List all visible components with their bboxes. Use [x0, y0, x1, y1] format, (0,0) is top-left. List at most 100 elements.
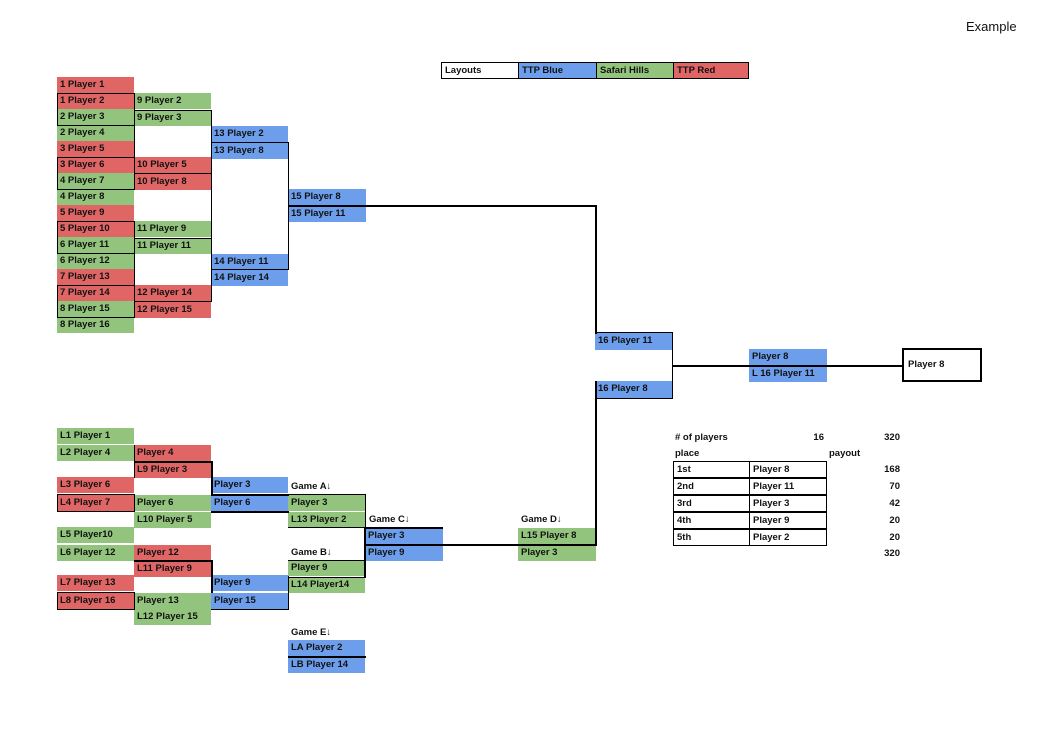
bracket-slot: 10 Player 8: [134, 174, 211, 190]
place-cell: 2nd: [673, 478, 750, 495]
place-cell: 4th: [673, 512, 750, 529]
bracket-slot: 13 Player 2: [211, 126, 288, 142]
bracket-slot: L2 Player 4: [57, 445, 134, 461]
champion-box: Player 8: [902, 348, 982, 382]
bracket-slot: Player 3: [211, 477, 288, 493]
bracket-slot: Player 4: [134, 445, 211, 461]
amount-cell: 70: [889, 481, 900, 492]
bracket-slot: 11 Player 11: [134, 238, 211, 254]
page-title: Example: [966, 19, 1017, 34]
match-box: [57, 445, 135, 478]
bracket-slot: Player 13: [134, 593, 211, 609]
bracket-slot: L7 Player 13: [57, 575, 134, 591]
match-box: [288, 494, 366, 528]
bracket-slot: Player 6: [211, 495, 288, 511]
bracket-slot: LA Player 2: [288, 640, 365, 656]
bracket-slot: 1 Player 1: [57, 77, 134, 93]
connector-line: [364, 527, 443, 529]
bracket-slot: L12 Player 15: [134, 609, 211, 625]
amount-cell: 20: [889, 515, 900, 526]
player-cell: Player 2: [749, 529, 827, 546]
pot-total: 320: [884, 432, 900, 443]
bracket-slot: LB Player 14: [288, 657, 365, 673]
connector-line: [595, 205, 597, 334]
bracket-slot: 13 Player 8: [211, 143, 288, 159]
game-label: Game D↓: [521, 514, 562, 525]
bracket-slot: L1 Player 1: [57, 428, 134, 444]
legend-title: Layouts: [441, 62, 519, 79]
game-label: Game C↓: [369, 514, 410, 525]
bracket-slot: L14 Player14: [288, 577, 365, 593]
payout-total: 320: [884, 548, 900, 559]
bracket-slot: L4 Player 7: [57, 495, 134, 511]
player-cell: Player 8: [749, 461, 827, 478]
bracket-slot: 9 Player 2: [134, 93, 211, 109]
amount-cell: 20: [889, 532, 900, 543]
bracket-slot: 15 Player 8: [288, 189, 366, 205]
bracket-slot: 8 Player 16: [57, 317, 134, 333]
place-cell: 3rd: [673, 495, 750, 512]
bracket-slot: Player 9: [211, 575, 288, 591]
bracket-slot: L10 Player 5: [134, 512, 211, 528]
connector-line: [748, 365, 828, 367]
bracket-slot: L13 Player 2: [288, 512, 365, 528]
bracket-slot: L8 Player 16: [57, 593, 134, 609]
bracket-slot: 6 Player 11: [57, 237, 134, 253]
bracket-slot: L 16 Player 11: [749, 366, 827, 382]
bracket-slot: 7 Player 13: [57, 269, 134, 285]
bracket-slot: 5 Player 9: [57, 205, 134, 221]
bracket-slot: 14 Player 11: [211, 254, 288, 270]
player-cell: Player 11: [749, 478, 827, 495]
bracket-slot: 2 Player 4: [57, 125, 134, 141]
match-box: [134, 238, 212, 302]
bracket-slot: 5 Player 10: [57, 221, 134, 237]
legend-green: Safari Hills: [596, 62, 674, 79]
bracket-slot: 7 Player 14: [57, 285, 134, 301]
bracket-slot: L3 Player 6: [57, 477, 134, 493]
match-box: [57, 157, 135, 190]
bracket-slot: 4 Player 7: [57, 173, 134, 189]
bracket-slot: Player 3: [288, 495, 365, 511]
connector-line: [288, 656, 366, 658]
bracket-slot: Player 3: [518, 545, 596, 561]
bracket-slot: Player 15: [211, 593, 288, 609]
bracket-slot: 12 Player 14: [134, 285, 211, 301]
bracket-slot: L15 Player 8: [518, 528, 596, 544]
game-label: Game B↓: [291, 547, 332, 558]
legend-blue: TTP Blue: [518, 62, 597, 79]
bracket-slot: 8 Player 15: [57, 301, 134, 317]
bracket-slot: L6 Player 12: [57, 545, 134, 561]
bracket-slot: 3 Player 5: [57, 141, 134, 157]
bracket-slot: 14 Player 14: [211, 270, 288, 286]
game-label: Game A↓: [291, 481, 332, 492]
place-cell: 5th: [673, 529, 750, 546]
bracket-slot: L5 Player10: [57, 527, 134, 543]
player-cell: Player 3: [749, 495, 827, 512]
bracket-slot: 16 Player 8: [595, 381, 672, 398]
bracket-slot: 9 Player 3: [134, 110, 211, 126]
bracket-slot: Player 6: [134, 495, 211, 511]
connector-line: [211, 560, 213, 593]
match-box: [288, 560, 366, 578]
match-box: [57, 93, 135, 126]
amount-cell: 168: [884, 464, 900, 475]
connector-line: [442, 544, 597, 546]
bracket-slot: L11 Player 9: [134, 561, 211, 577]
match-box: [57, 221, 135, 254]
bracket-slot: Player 9: [365, 545, 443, 561]
match-box: [57, 592, 135, 610]
bracket-slot: 12 Player 15: [134, 302, 211, 318]
bracket-slot: 15 Player 11: [288, 206, 366, 222]
bracket-slot: 11 Player 9: [134, 221, 211, 237]
connector-line: [288, 205, 597, 207]
bracket-slot: 2 Player 3: [57, 109, 134, 125]
bracket-slot: Player 12: [134, 545, 211, 561]
place-header: place: [675, 448, 700, 459]
match-box: [595, 332, 673, 399]
match-box: [211, 576, 289, 610]
connector-line: [134, 461, 212, 463]
bracket-slot: 1 Player 2: [57, 93, 134, 109]
match-box: [57, 285, 135, 318]
players-count: 16: [813, 432, 824, 443]
